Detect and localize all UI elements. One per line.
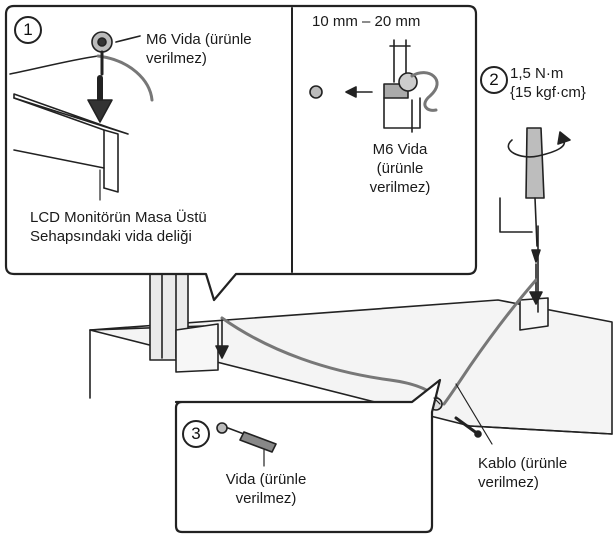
m6-screw-label-side-line3: verilmez) bbox=[369, 179, 431, 196]
callout-box-step3 bbox=[174, 378, 442, 534]
step-1-badge: 1 bbox=[14, 16, 42, 44]
m6-screw-label-top-line2: verilmez) bbox=[146, 50, 207, 67]
m6-screw-label-side-line1: M6 Vida bbox=[372, 141, 428, 158]
m6-screw-label-top: M6 Vida (ürünle verilmez) bbox=[146, 30, 252, 68]
m6-screw-label-top-line1: M6 Vida (ürünle bbox=[146, 31, 252, 48]
hole-caption-line1: LCD Monitörün Masa Üstü bbox=[30, 209, 207, 226]
wall-bracket bbox=[499, 197, 549, 331]
monitor-stand bbox=[149, 267, 219, 373]
screw-label-bottom-line2: verilmez) bbox=[235, 490, 297, 507]
torque-label-line2: {15 kgf·cm} bbox=[510, 84, 586, 101]
cable-label-line2: verilmez) bbox=[478, 474, 539, 491]
screwdriver bbox=[507, 127, 571, 305]
cable-label-line1: Kablo (ürünle bbox=[478, 455, 568, 472]
cable-screw bbox=[454, 416, 482, 438]
screw-label-bottom: Vida (ürünle verilmez) bbox=[206, 470, 326, 508]
step-2-badge: 2 bbox=[480, 66, 508, 94]
stand-screw-arrow bbox=[215, 319, 229, 359]
torque-label: 1,5 N·m {15 kgf·cm} bbox=[510, 64, 586, 102]
step-3-badge: 3 bbox=[182, 420, 210, 448]
screw-into-hole-illustration bbox=[9, 31, 154, 201]
dimension-label: 10 mm – 20 mm bbox=[312, 13, 421, 30]
m6-screw-label-side-line2: (ürünle bbox=[376, 160, 424, 177]
hole-caption-line2: Sehapsındaki vida deliği bbox=[30, 228, 192, 245]
hole-caption: LCD Monitörün Masa Üstü Sehapsındaki vid… bbox=[30, 208, 207, 246]
m6-screw-label-side: M6 Vida (ürünle verilmez) bbox=[350, 140, 450, 197]
screw-label-bottom-line1: Vida (ürünle bbox=[225, 471, 307, 488]
screw-length-illustration bbox=[309, 39, 439, 133]
callout-box-step1 bbox=[4, 4, 478, 302]
cable-label: Kablo (ürünle verilmez) bbox=[478, 454, 567, 492]
leader-lines bbox=[433, 383, 493, 445]
torque-label-line1: 1,5 N·m bbox=[510, 65, 564, 82]
